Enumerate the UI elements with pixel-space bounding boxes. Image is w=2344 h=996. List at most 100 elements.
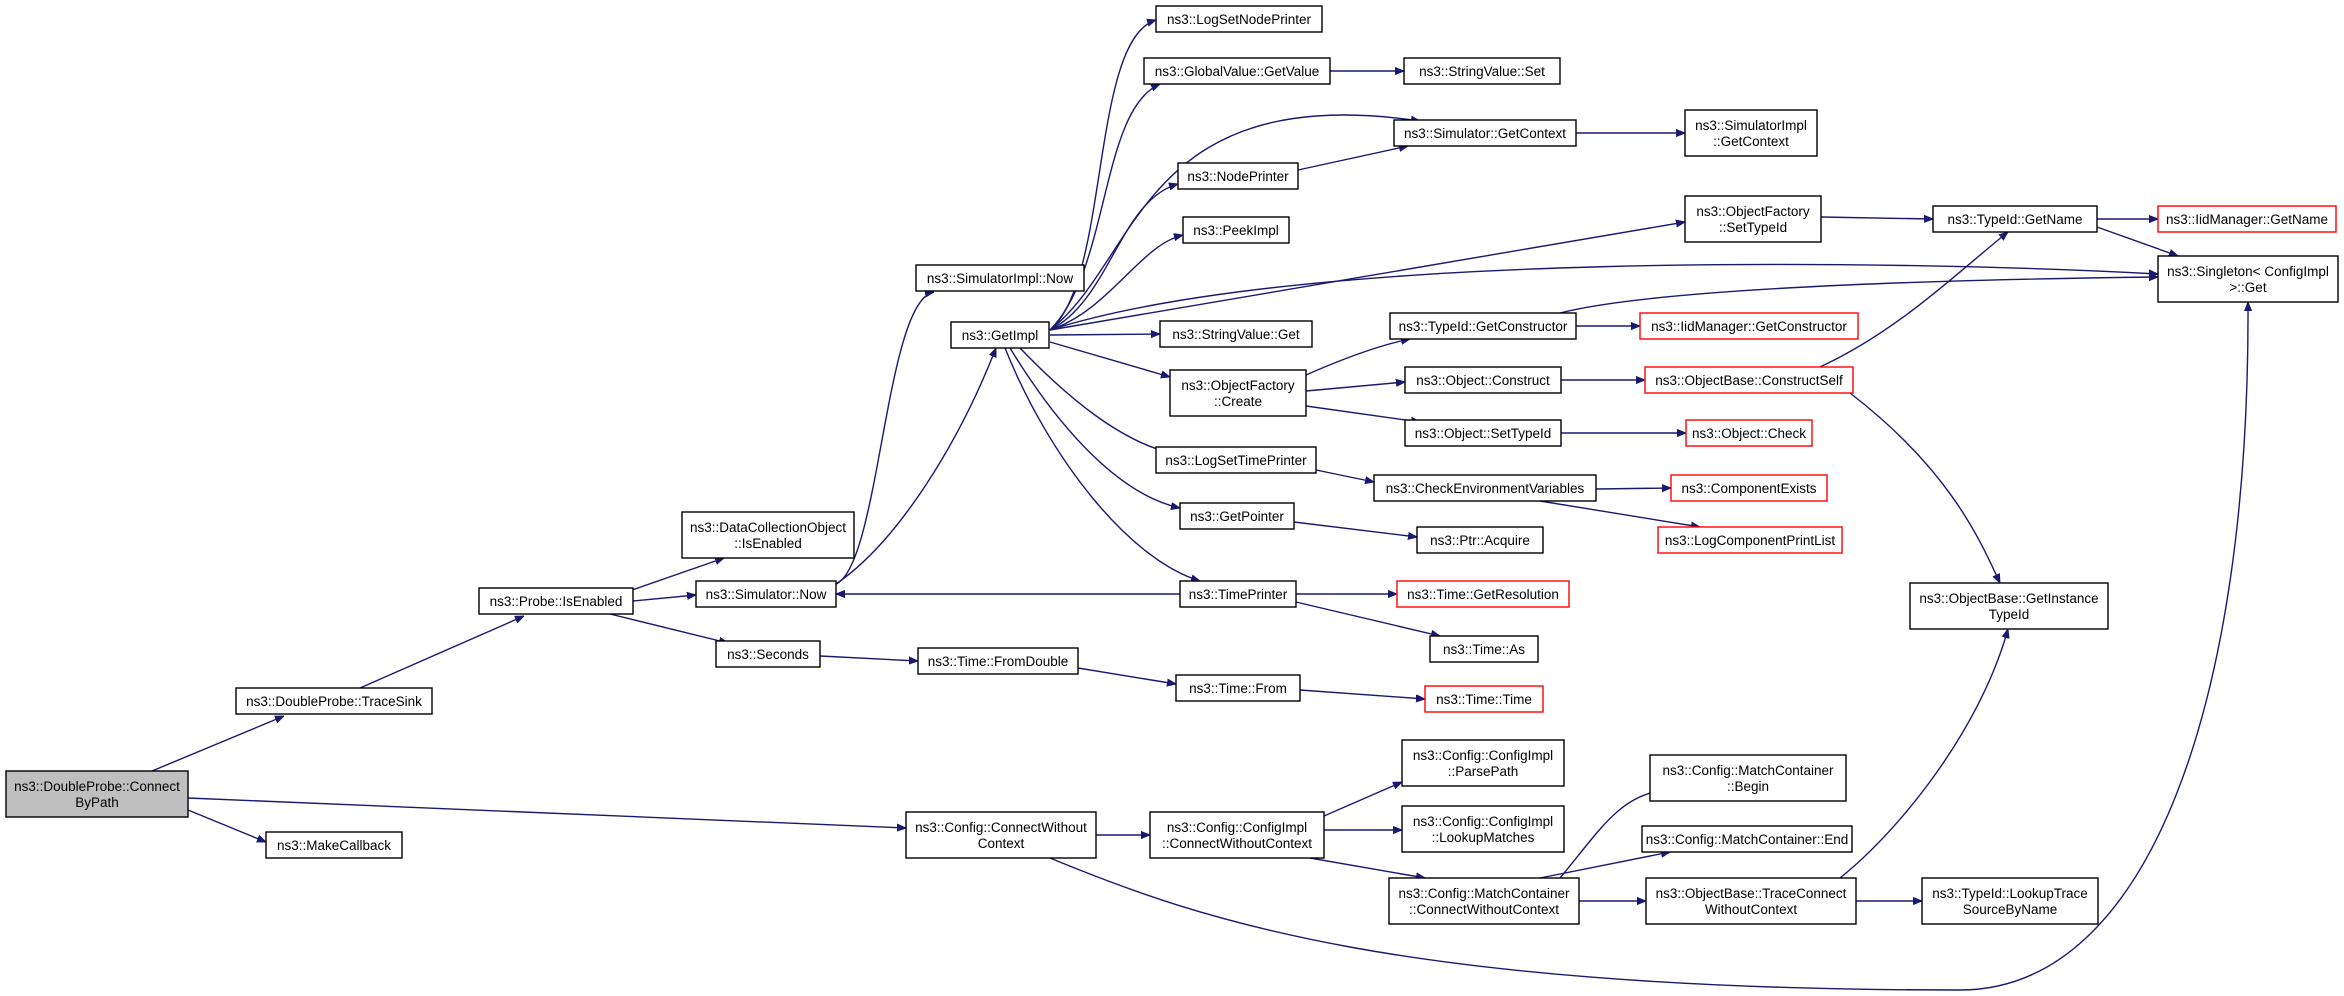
node-box: [478, 587, 634, 615]
node-box: [1179, 502, 1295, 530]
node-objectBaseConstructSelf[interactable]: ns3::ObjectBase::ConstructSelf: [1644, 366, 1854, 394]
edge-getPointer-to-ptrAcquire: [1293, 521, 1417, 537]
node-label: ns3::Config::MatchContainer: [1398, 886, 1570, 901]
node-label: WithoutContext: [1705, 902, 1798, 917]
node-checkEnvVars[interactable]: ns3::CheckEnvironmentVariables: [1373, 474, 1597, 502]
edge-getImpl-to-logSetNodePrinter: [1049, 20, 1156, 331]
node-label: ns3::ObjectBase::GetInstance: [1919, 591, 2098, 606]
node-simNow[interactable]: ns3::Simulator::Now: [695, 580, 837, 608]
node-box: [1921, 877, 2099, 925]
node-simImplGetContext[interactable]: ns3::SimulatorImpl::GetContext: [1684, 109, 1818, 157]
node-componentExists[interactable]: ns3::ComponentExists: [1670, 474, 1828, 502]
node-label: ::ConnectWithoutContext: [1409, 902, 1559, 917]
node-ptrAcquire[interactable]: ns3::Ptr::Acquire: [1416, 526, 1544, 554]
node-label: ns3::Config::ConfigImpl: [1413, 748, 1553, 763]
edge-simNow-to-simImplNow: [835, 292, 934, 585]
node-label: ns3::TypeId::GetName: [1947, 212, 2082, 227]
node-simImplNow[interactable]: ns3::SimulatorImpl::Now: [915, 264, 1085, 292]
node-iidManagerGetConstructor[interactable]: ns3::IidManager::GetConstructor: [1639, 312, 1859, 340]
edge-configImplConnectWithoutContext-to-matchContainerConnectWithoutContext: [1309, 857, 1425, 878]
node-getPointer[interactable]: ns3::GetPointer: [1179, 502, 1295, 530]
node-typeIdGetConstructor[interactable]: ns3::TypeId::GetConstructor: [1389, 312, 1577, 340]
node-label: ns3::Config::MatchContainer: [1662, 763, 1834, 778]
edge-timeFromDouble-to-timeFrom: [1077, 667, 1176, 684]
node-globalValueGetValue[interactable]: ns3::GlobalValue::GetValue: [1143, 57, 1331, 85]
node-configConnectWithoutContext[interactable]: ns3::Config::ConnectWithoutContext: [905, 811, 1097, 859]
node-label: ns3::NodePrinter: [1187, 169, 1289, 184]
node-timeTime[interactable]: ns3::Time::Time: [1424, 685, 1544, 713]
node-box: [1404, 366, 1562, 394]
edge-probeIsEnabled-to-simNow: [632, 595, 696, 602]
node-label: ::ConnectWithoutContext: [1162, 836, 1312, 851]
node-box: [1401, 739, 1565, 787]
node-timeFrom[interactable]: ns3::Time::From: [1175, 674, 1301, 702]
node-box: [1657, 526, 1843, 554]
node-configImplConnectWithoutContext[interactable]: ns3::Config::ConfigImpl::ConnectWithoutC…: [1149, 811, 1325, 859]
node-timeGetResolution[interactable]: ns3::Time::GetResolution: [1396, 580, 1570, 608]
node-getImpl[interactable]: ns3::GetImpl: [950, 321, 1050, 349]
node-objectConstruct[interactable]: ns3::Object::Construct: [1404, 366, 1562, 394]
node-box: [1155, 5, 1323, 33]
node-label: ns3::ComponentExists: [1681, 481, 1816, 496]
node-simGetContext[interactable]: ns3::Simulator::GetContext: [1393, 119, 1577, 147]
node-iidManagerGetName[interactable]: ns3::IidManager::GetName: [2157, 205, 2337, 233]
node-dcoIsEnabled[interactable]: ns3::DataCollectionObject::IsEnabled: [681, 511, 855, 559]
edge-objectBaseConstructSelf-to-typeIdGetName: [1819, 232, 2008, 368]
node-probeIsEnabled[interactable]: ns3::Probe::IsEnabled: [478, 587, 634, 615]
node-configImplParsePath[interactable]: ns3::Config::ConfigImpl::ParsePath: [1401, 739, 1565, 787]
node-label: ns3::Time::From: [1189, 681, 1287, 696]
node-label: ns3::Object::Construct: [1416, 373, 1550, 388]
edge-configConnectWithoutContext-to-singletonGet: [1049, 302, 2248, 991]
node-objectBaseTraceConnect[interactable]: ns3::ObjectBase::TraceConnectWithoutCont…: [1645, 877, 1857, 925]
node-label: ::Create: [1214, 394, 1262, 409]
node-timeAs[interactable]: ns3::Time::As: [1429, 635, 1539, 663]
node-label: ns3::Time::As: [1443, 642, 1525, 657]
node-label: ns3::Object::SetTypeId: [1415, 426, 1552, 441]
node-label: ns3::Probe::IsEnabled: [490, 594, 623, 609]
node-box: [1396, 580, 1570, 608]
node-logComponentPrintList[interactable]: ns3::LogComponentPrintList: [1657, 526, 1843, 554]
edge-objectFactoryCreate-to-objectSetTypeId: [1305, 405, 1420, 422]
node-timePrinter[interactable]: ns3::TimePrinter: [1179, 580, 1297, 608]
node-nodePrinter[interactable]: ns3::NodePrinter: [1177, 162, 1299, 190]
node-box: [1416, 526, 1544, 554]
node-configImplLookupMatches[interactable]: ns3::Config::ConfigImpl::LookupMatches: [1401, 805, 1565, 853]
edges-layer: [151, 20, 2248, 991]
node-stringValueSet[interactable]: ns3::StringValue::Set: [1403, 57, 1561, 85]
node-box: [1179, 580, 1297, 608]
node-box: [915, 264, 1085, 292]
node-timeFromDouble[interactable]: ns3::Time::FromDouble: [917, 647, 1079, 675]
node-logSetTimePrinter[interactable]: ns3::LogSetTimePrinter: [1155, 446, 1317, 474]
edge-getImpl-to-singletonGet: [1049, 263, 2158, 331]
node-typeIdGetName[interactable]: ns3::TypeId::GetName: [1932, 205, 2098, 233]
node-label: ns3::TypeId::LookupTrace: [1932, 886, 2088, 901]
edge-root-to-traceSink: [151, 715, 284, 772]
node-singletonGet[interactable]: ns3::Singleton< ConfigImpl>::Get: [2157, 255, 2339, 303]
node-matchContainerBegin[interactable]: ns3::Config::MatchContainer::Begin: [1649, 754, 1847, 802]
node-objectFactorySetTypeId[interactable]: ns3::ObjectFactory::SetTypeId: [1684, 195, 1822, 243]
node-box: [1401, 805, 1565, 853]
node-box: [1649, 754, 1847, 802]
node-matchContainerEnd[interactable]: ns3::Config::MatchContainer::End: [1641, 825, 1853, 853]
edge-objectBaseConstructSelf-to-objectBaseGetInstanceTypeId: [1849, 392, 2001, 583]
node-peekImpl[interactable]: ns3::PeekImpl: [1182, 216, 1290, 244]
edge-objectFactoryCreate-to-objectConstruct: [1305, 382, 1405, 392]
node-seconds[interactable]: ns3::Seconds: [715, 640, 821, 668]
node-box: [715, 640, 821, 668]
node-objectCheck[interactable]: ns3::Object::Check: [1685, 419, 1813, 447]
node-logSetNodePrinter[interactable]: ns3::LogSetNodePrinter: [1155, 5, 1323, 33]
node-box: [1182, 216, 1290, 244]
node-label: ::ParsePath: [1448, 764, 1519, 779]
node-box: [1909, 582, 2109, 630]
node-stringValueGet[interactable]: ns3::StringValue::Get: [1159, 320, 1313, 348]
node-matchContainerConnectWithoutContext[interactable]: ns3::Config::MatchContainer::ConnectWith…: [1388, 877, 1580, 925]
node-label: ns3::Time::GetResolution: [1407, 587, 1559, 602]
node-objectSetTypeId[interactable]: ns3::Object::SetTypeId: [1404, 419, 1562, 447]
node-objectFactoryCreate[interactable]: ns3::ObjectFactory::Create: [1169, 369, 1307, 417]
node-label: ns3::Time::FromDouble: [928, 654, 1069, 669]
node-traceSink[interactable]: ns3::DoubleProbe::TraceSink: [235, 687, 433, 715]
node-makeCallback[interactable]: ns3::MakeCallback: [265, 831, 403, 859]
